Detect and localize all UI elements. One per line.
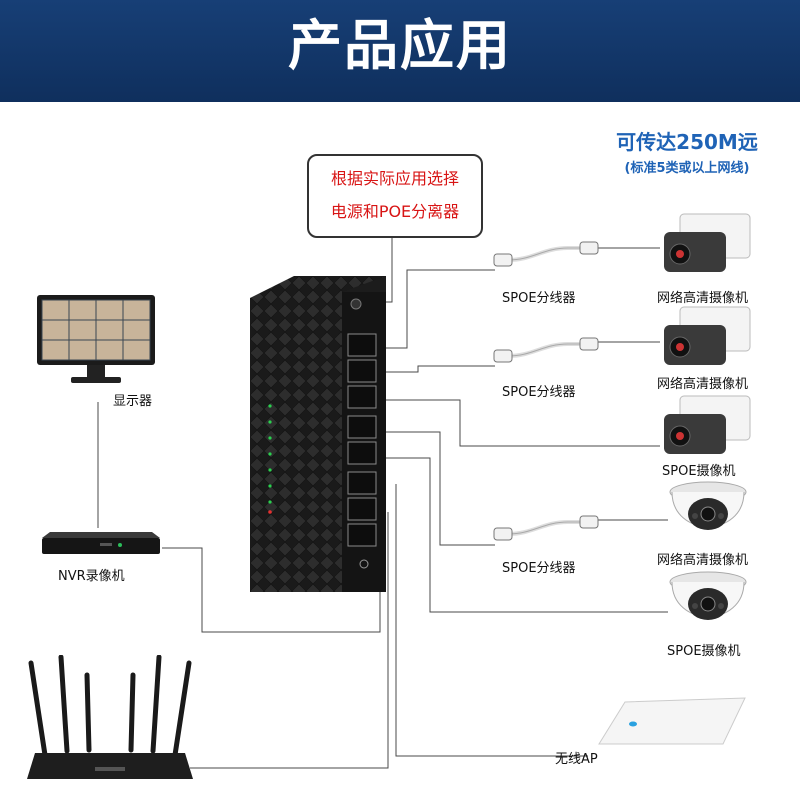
dome-camera-icon: [669, 571, 747, 620]
page-title: 产品应用: [288, 14, 512, 77]
distance-note-line1: 可传达250M远: [616, 130, 758, 154]
camera-label-5: SPOE摄像机: [667, 644, 741, 659]
power-note-line2: 电源和POE分离器: [330, 202, 460, 221]
monitor-label: 显示器: [113, 394, 153, 409]
nvr-icon: [42, 532, 160, 554]
splitter-label-1: SPOE分线器: [502, 291, 576, 306]
distance-note-line2: (标准5类或以上网线): [624, 161, 750, 176]
power-note-line1: 根据实际应用选择: [330, 169, 459, 188]
wire-ap-switch: [395, 484, 588, 757]
wire-port3: [380, 399, 660, 447]
wire-nvr-switch: [162, 540, 381, 633]
wire-router-switch: [190, 512, 389, 769]
splitter-label-2: SPOE分线器: [502, 385, 576, 400]
camera-label-1: 网络高清摄像机: [657, 291, 749, 306]
bullet-camera-icon: [664, 213, 751, 272]
nvr-label: NVR录像机: [58, 569, 125, 584]
poe-splitter-icon: [493, 241, 599, 267]
header-banner: 产品应用: [0, 0, 800, 102]
power-splitter-note: 根据实际应用选择 电源和POE分离器: [307, 154, 483, 238]
poe-splitter-icon: [493, 337, 599, 363]
bullet-camera-icon: [664, 306, 751, 365]
wireless-ap-icon: [598, 697, 746, 745]
camera-label-2: 网络高清摄像机: [657, 377, 749, 392]
bullet-camera-icon: [664, 395, 751, 454]
wire-port4: [380, 431, 495, 546]
distance-note: 可传达250M远 (标准5类或以上网线): [597, 128, 777, 182]
monitor-icon: [37, 295, 155, 383]
wire-port2: [380, 365, 495, 373]
dome-camera-icon: [669, 481, 747, 530]
splitter-label-4: SPOE分线器: [502, 561, 576, 576]
poe-switch-icon: [250, 276, 386, 592]
wire-port5: [380, 457, 668, 613]
wire-port1: [380, 269, 495, 349]
poe-splitter-icon: [493, 515, 599, 541]
router-icon: [27, 655, 193, 779]
ap-label: 无线AP: [555, 752, 598, 767]
camera-label-3: SPOE摄像机: [662, 464, 736, 479]
camera-label-4: 网络高清摄像机: [657, 553, 749, 568]
